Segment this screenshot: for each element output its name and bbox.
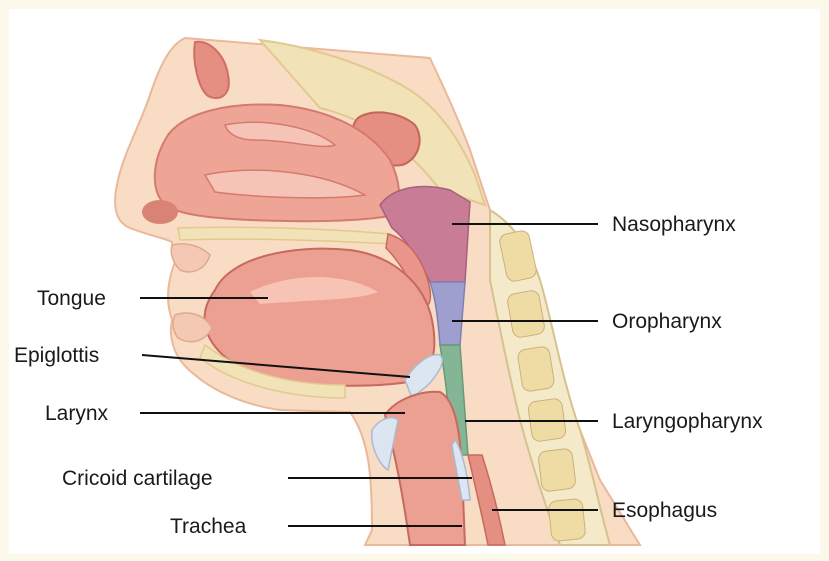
label-epiglottis: Epiglottis — [14, 344, 99, 367]
vertebra-6 — [548, 498, 586, 541]
label-larynx: Larynx — [45, 402, 109, 425]
vertebra-3 — [517, 346, 555, 392]
label-oropharynx: Oropharynx — [612, 310, 722, 333]
label-esophagus: Esophagus — [612, 499, 717, 522]
label-laryngopharynx: Laryngopharynx — [612, 410, 763, 433]
vertebra-5 — [538, 448, 577, 492]
label-nasopharynx: Nasopharynx — [612, 213, 736, 236]
label-cricoid-cartilage: Cricoid cartilage — [62, 467, 213, 490]
label-trachea: Trachea — [170, 515, 247, 538]
nostril — [142, 200, 178, 224]
label-tongue: Tongue — [37, 287, 106, 310]
vertebra-2 — [506, 290, 545, 339]
